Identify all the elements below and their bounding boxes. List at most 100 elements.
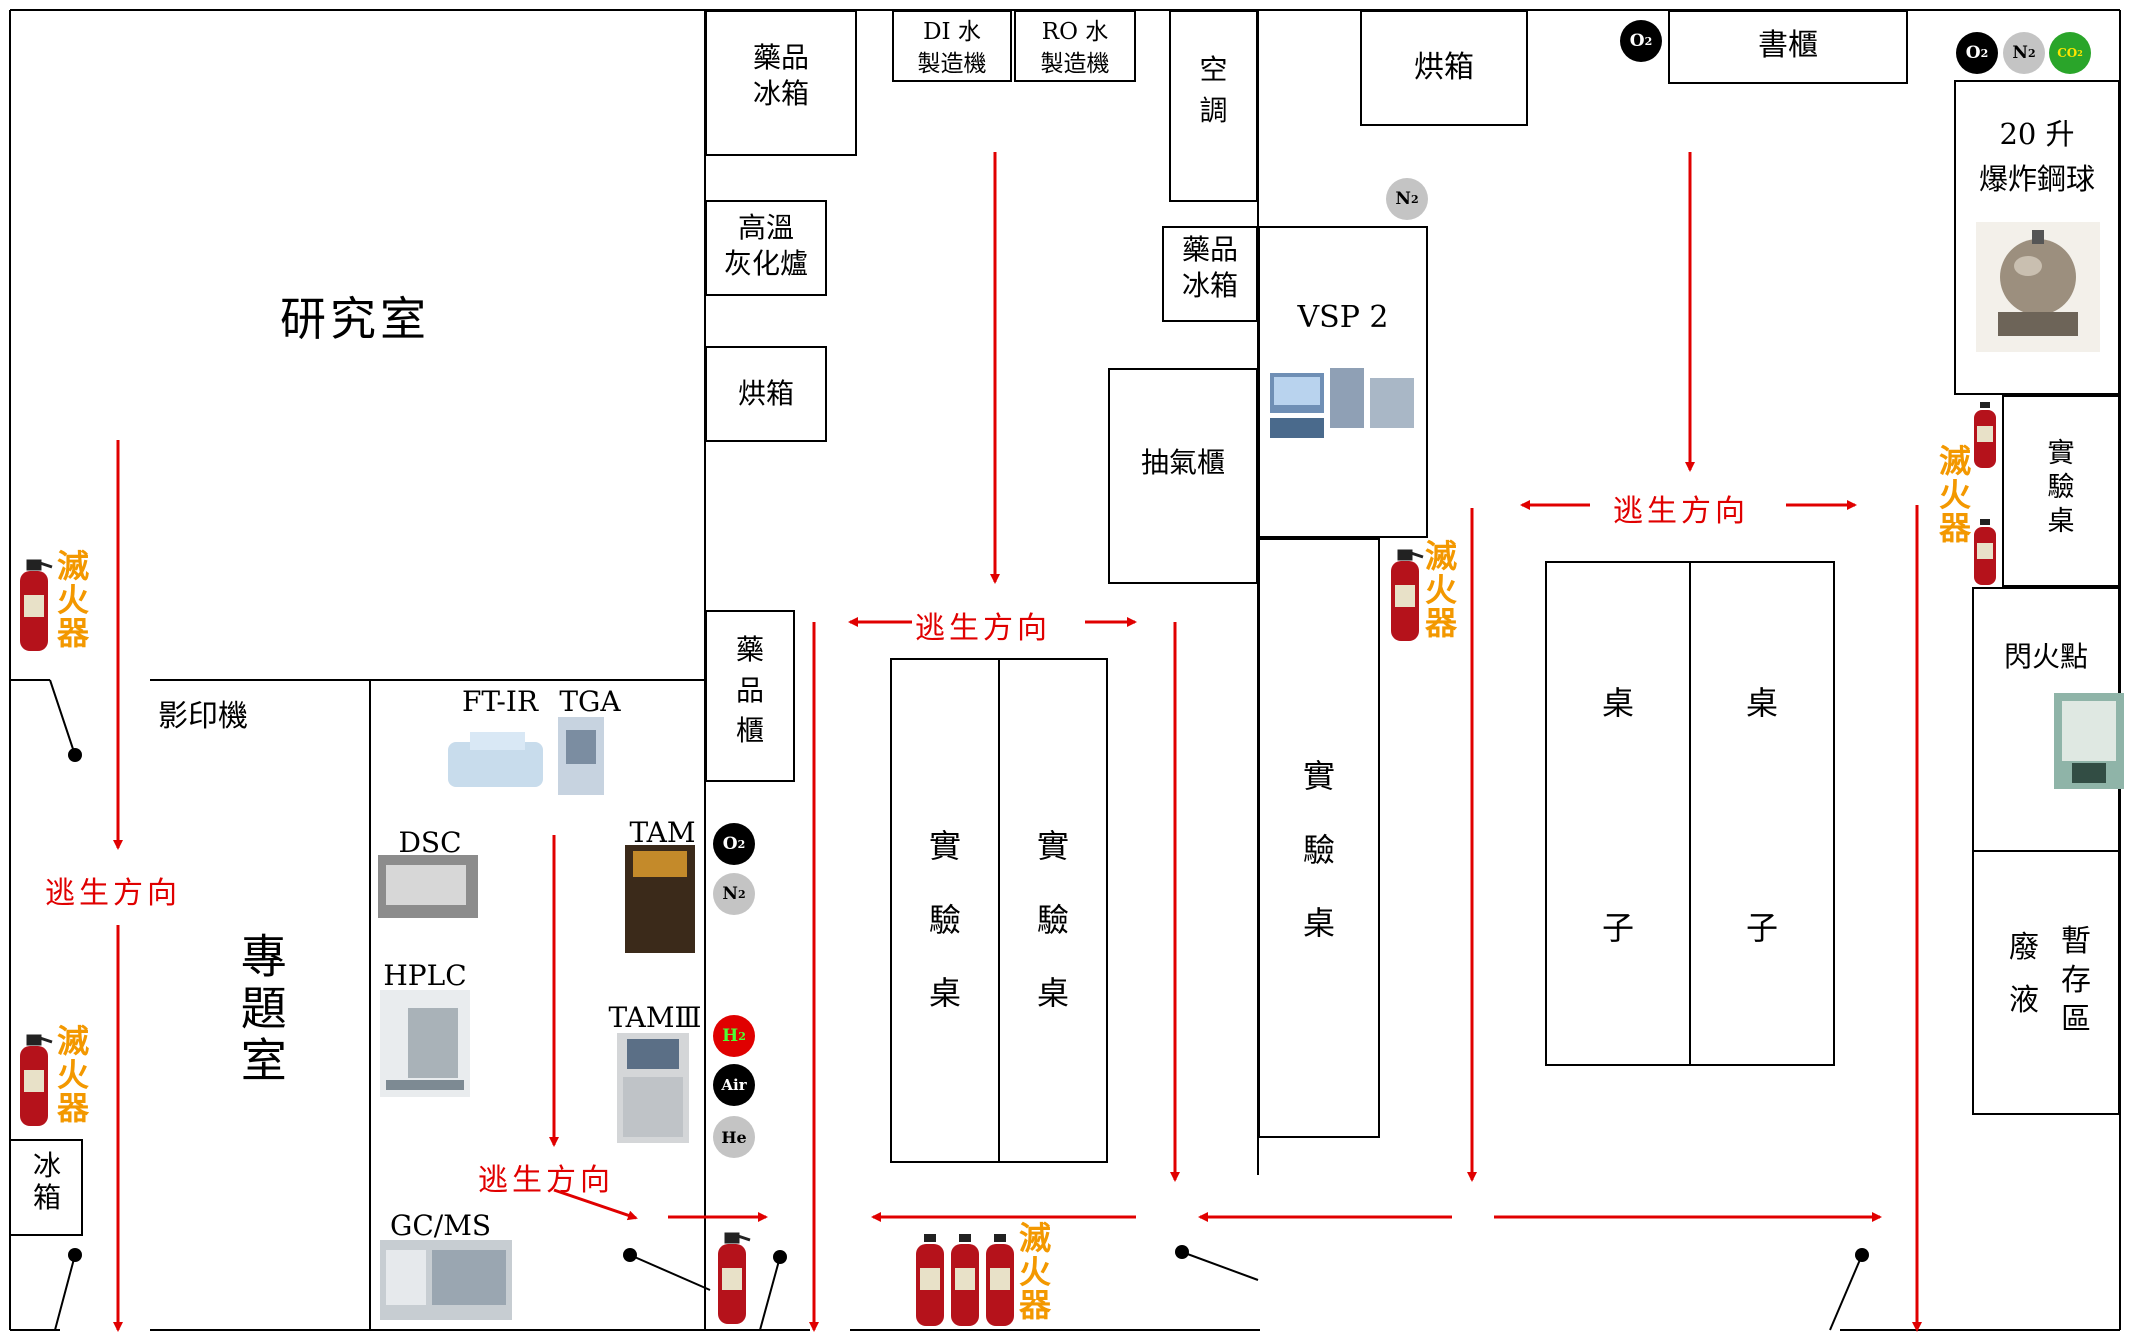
fire-extinguisher-icon [20, 559, 53, 651]
waste-right-label: 暫 存 區 [2061, 924, 2091, 1037]
aircon: 空 調 [1169, 10, 1258, 202]
furnace: 高溫 灰化爐 [705, 200, 827, 296]
gas-co2-text: CO [2057, 46, 2078, 60]
bench-a-label: 實 驗 桌 [928, 827, 961, 1013]
gas-o2-sub: 2 [1644, 34, 1653, 48]
table-b-bottom-label: 子 [1745, 909, 1778, 947]
fume-hood-label: 抽氣櫃 [1140, 446, 1225, 479]
flash-point: 閃火點 [1972, 587, 2124, 852]
dsc-photo [378, 855, 478, 918]
research-room-label: 研究室 [280, 292, 430, 346]
di-water-label: DI 水 製造機 [917, 19, 987, 78]
dsc-label: DSC [398, 826, 462, 859]
gas-co2-sub: 2 [2077, 48, 2083, 58]
fire-extinguisher-icon [1391, 549, 1424, 641]
table-a-top-label: 桌 [1601, 684, 1634, 722]
gcms-photo [380, 1240, 512, 1320]
gas-h2-text: H [722, 1026, 739, 1046]
escape-label-right: 逃生方向 [1613, 494, 1749, 529]
vsp2: VSP 2 [1258, 226, 1428, 538]
explosion-sphere-label: 20 升 爆炸鋼球 [1978, 117, 2095, 196]
explosion-sphere-photo [1976, 222, 2100, 352]
oven-1: 烘箱 [1360, 10, 1528, 126]
he-cylinder: He [713, 1116, 755, 1158]
waste-storage: 廢 液 暫 存 區 [1972, 850, 2120, 1115]
tam-label: TAM [629, 816, 696, 849]
explosion-sphere: 20 升 爆炸鋼球 [1954, 80, 2120, 395]
gas-air-text: Air [721, 1076, 747, 1094]
gas-n2-sub: 2 [737, 887, 746, 901]
fire-extinguisher-icon [20, 1034, 53, 1126]
oven-2-label: 烘箱 [737, 377, 794, 410]
bench-right-top: 實 驗 桌 [2002, 395, 2120, 587]
ro-water-maker: RO 水 製造機 [1014, 10, 1136, 82]
tam3-label: TAMⅢ [608, 1001, 702, 1034]
bench-b-label: 實 驗 桌 [1036, 827, 1069, 1013]
table-b-top-label: 桌 [1745, 684, 1778, 722]
fume-hood: 抽氣櫃 [1108, 368, 1258, 584]
escape-label-project: 逃生方向 [478, 1163, 614, 1198]
di-water-maker: DI 水 製造機 [892, 10, 1012, 82]
furnace-label: 高溫 灰化爐 [723, 211, 808, 281]
project-room-label: 專題室 [233, 932, 288, 1088]
chem-fridge-1-label: 藥品 冰箱 [752, 41, 809, 111]
chem-fridge-2-label: 藥品 冰箱 [1181, 233, 1238, 303]
fire-extinguisher-icon [1974, 402, 1996, 468]
extinguisher-label-4: 滅 火 器 [1424, 537, 1457, 643]
gas-o2-sub: 2 [1980, 46, 1989, 60]
bench-b: 實 驗 桌 [998, 658, 1108, 1163]
chem-cabinet: 藥 品 櫃 [705, 610, 795, 782]
bench-right-top-label: 實 驗 桌 [2047, 438, 2075, 537]
copier-label: 影印機 [158, 699, 248, 734]
aircon-label: 空 調 [1199, 53, 1228, 127]
oven-1-label: 烘箱 [1414, 50, 1474, 85]
gas-n2-text: N [1395, 189, 1411, 209]
small-fridge-label: 冰 箱 [32, 1149, 61, 1215]
tam3-photo [617, 1033, 689, 1143]
hplc-photo [380, 990, 470, 1097]
waste-left-label: 廢 液 [2009, 930, 2039, 1018]
extinguisher-label-1: 滅 火 器 [56, 547, 89, 653]
bench-a: 實 驗 桌 [890, 658, 1000, 1163]
chem-fridge-2: 藥品 冰箱 [1162, 226, 1258, 322]
gas-o2-text: O [1965, 43, 1981, 63]
ftir-label: FT-IR [461, 685, 539, 718]
extinguisher-label-3: 滅 火 器 [1018, 1219, 1051, 1325]
vsp2-label: VSP 2 [1297, 300, 1389, 335]
tam-photo [625, 845, 695, 953]
oven-2: 烘箱 [705, 346, 827, 442]
bench-mid: 實 驗 桌 [1258, 538, 1380, 1138]
extinguisher-label-2: 滅 火 器 [56, 1022, 89, 1128]
hplc-label: HPLC [383, 959, 467, 992]
gas-n2-text: N [2012, 43, 2028, 63]
bench-mid-label: 實 驗 桌 [1302, 757, 1335, 943]
gcms-label: GC/MS [390, 1209, 492, 1242]
flash-point-label: 閃火點 [2003, 640, 2088, 673]
gas-n2-text: N [722, 884, 738, 904]
gas-he-text: He [721, 1127, 747, 1147]
ro-water-label: RO 水 製造機 [1040, 19, 1110, 78]
chem-fridge-1: 藥品 冰箱 [705, 10, 857, 156]
escape-label-left: 逃生方向 [45, 876, 181, 911]
bookcase: 書櫃 [1668, 10, 1908, 84]
gas-n2-sub: 2 [2027, 46, 2036, 60]
gas-o2-text: O [1629, 31, 1645, 51]
table-a: 桌 子 [1545, 561, 1691, 1066]
tga-label: TGA [559, 685, 621, 718]
bookcase-label: 書櫃 [1758, 28, 1818, 63]
escape-label-center: 逃生方向 [915, 611, 1051, 646]
table-a-bottom-label: 子 [1601, 909, 1634, 947]
extinguisher-label-5: 滅 火 器 [1938, 442, 1971, 548]
gas-h2-sub: 2 [738, 1029, 746, 1043]
air-cylinder: Air [713, 1064, 755, 1106]
